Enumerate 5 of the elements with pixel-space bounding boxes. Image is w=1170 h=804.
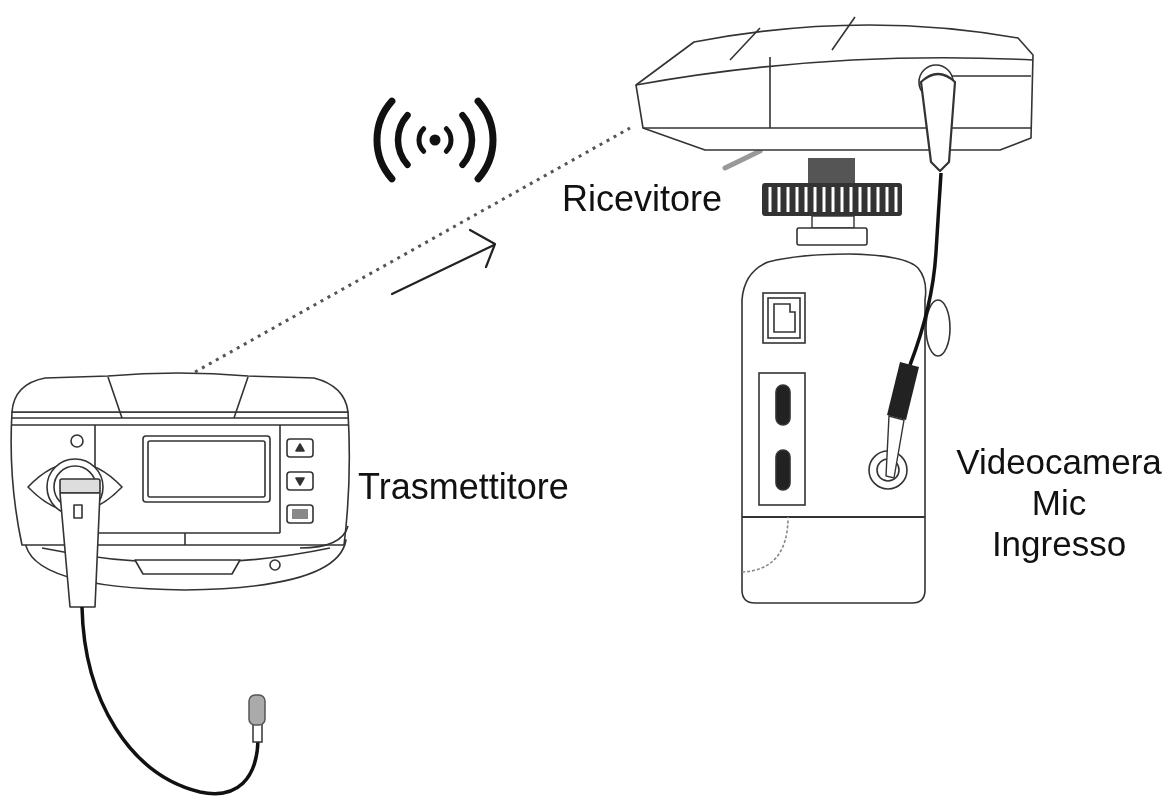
cable [934,172,943,253]
dotted-line [194,126,631,374]
device-label: Trasmettitore [358,466,569,508]
device-label: Videocamera Mic Ingresso [955,441,1163,564]
device-label: Ricevitore [562,178,723,220]
